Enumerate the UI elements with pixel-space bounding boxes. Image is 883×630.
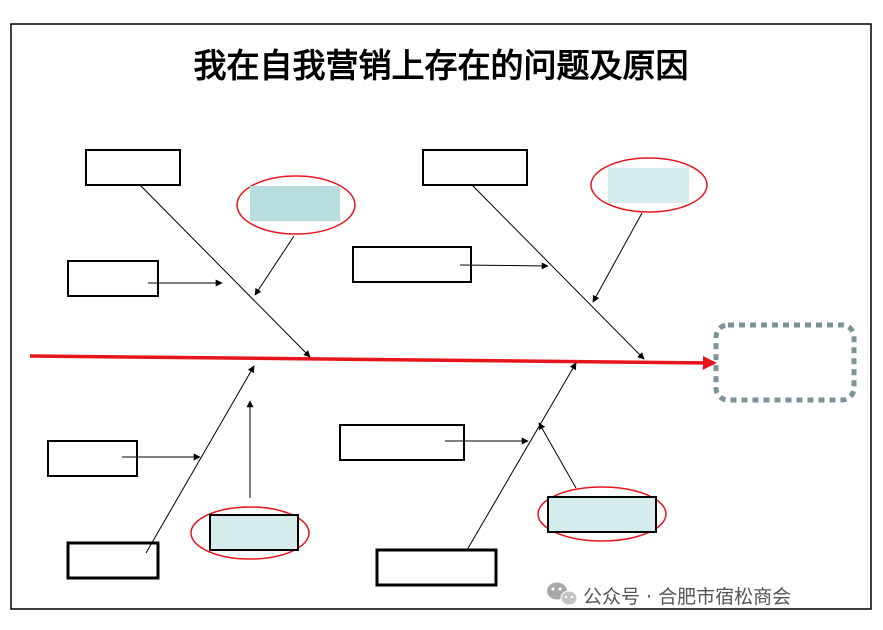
sub-arrow-ellipse-upper-left <box>254 235 295 296</box>
main-spine-arrow <box>29 354 717 370</box>
bone-upper-left <box>139 184 311 358</box>
highlight-ellipse-upper-left <box>236 175 356 235</box>
watermark-text: 公众号 · 合肥市宿松商会 <box>583 586 791 608</box>
highlight-box-upper-left <box>250 186 340 221</box>
highlight-ellipse-upper-right <box>590 157 708 213</box>
bone-upper-right <box>471 184 645 360</box>
highlight-box-lower-left <box>209 514 299 551</box>
highlight-box-upper-right <box>608 168 689 203</box>
cause-box-top-left <box>85 149 181 186</box>
bone-lower-right <box>466 362 577 551</box>
highlight-box-lower-right <box>547 496 657 533</box>
diagram-title: 我在自我营销上存在的问题及原因 <box>194 46 689 85</box>
slide-frame <box>10 23 872 610</box>
cause-box-top-center <box>422 149 528 186</box>
cause-box-lower-mid-center <box>339 424 465 461</box>
sub-arrow-ellipse-lower-right <box>538 422 577 489</box>
head-box <box>713 322 857 403</box>
cause-box-bottom-center <box>375 548 498 587</box>
cause-box-bottom-left <box>66 541 160 580</box>
cause-box-mid-center <box>352 246 472 283</box>
highlight-ellipse-lower-left <box>190 506 310 560</box>
wechat-icon <box>547 582 578 606</box>
sub-arrow-mid-center <box>459 262 549 270</box>
highlight-ellipse-lower-right <box>537 486 667 542</box>
cause-box-mid-left <box>67 260 159 297</box>
cause-box-lower-mid-left <box>47 440 138 477</box>
sub-arrow-ellipse-upper-right <box>592 212 643 303</box>
